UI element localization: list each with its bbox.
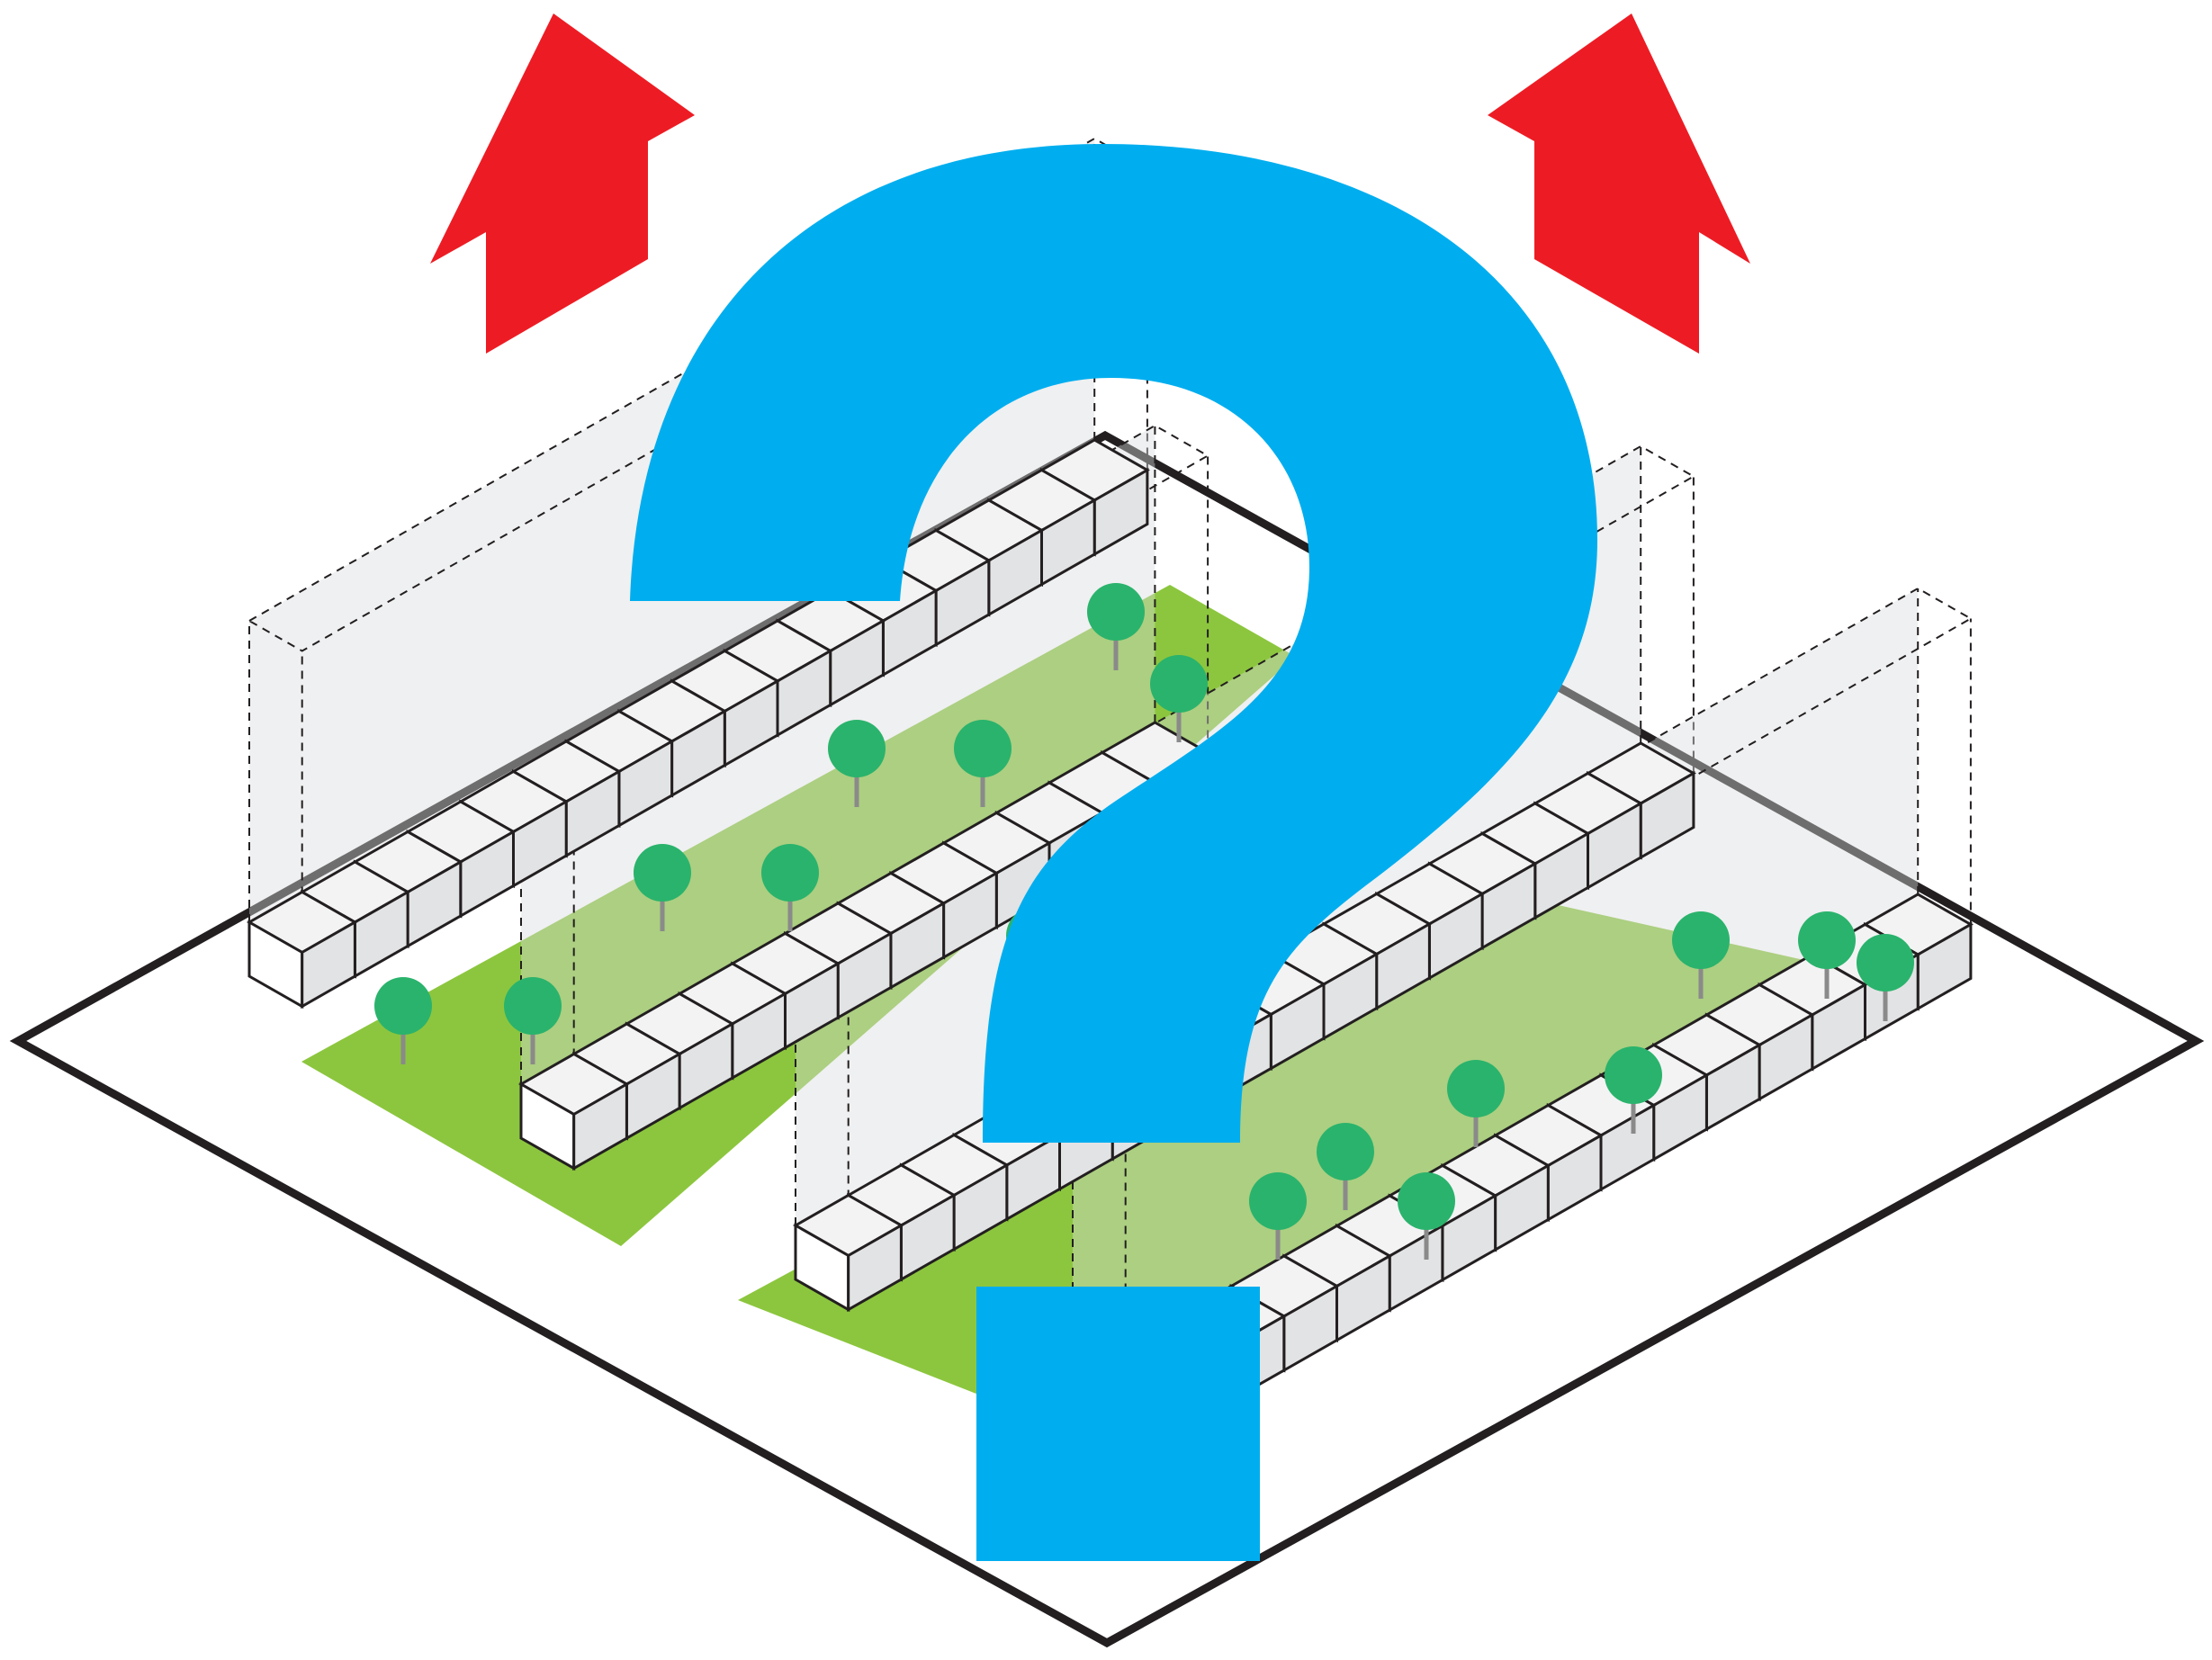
tree-canopy (1857, 934, 1914, 992)
red-arrow-up-icon (1488, 13, 1750, 354)
tree-icon (1798, 911, 1856, 999)
tree-icon (374, 977, 432, 1064)
tree-icon (761, 844, 819, 931)
tree-icon (1150, 655, 1208, 742)
building-unit (517, 1052, 630, 1171)
growth-arrows (430, 13, 1750, 354)
tree-canopy (374, 977, 432, 1035)
tree-canopy (954, 720, 1012, 777)
site-outline (9, 430, 2205, 1648)
building-unit-wall (301, 920, 356, 1009)
tree-canopy (1672, 911, 1730, 969)
building-unit (792, 1193, 904, 1313)
tree-canopy (1087, 583, 1145, 641)
tree-icon (1317, 1123, 1374, 1210)
tree-canopy (828, 720, 886, 777)
question-mark-hook (630, 144, 1597, 1143)
building-unit-wall (847, 1223, 903, 1313)
site-plot (9, 430, 2205, 1648)
red-arrow-up-icon (430, 13, 695, 354)
tree-canopy (1249, 1172, 1307, 1230)
tree-icon (1447, 1060, 1505, 1147)
question-mark-dot (976, 1287, 1260, 1561)
tree-icon (1605, 1046, 1662, 1134)
tree-canopy (1150, 655, 1208, 713)
tree-canopy (1447, 1060, 1505, 1117)
tree-canopy (634, 844, 691, 902)
building-unit-wall (572, 1081, 628, 1171)
question-mark-icon (630, 144, 1597, 1561)
tree-icon (828, 720, 886, 807)
tree-icon (634, 844, 691, 931)
tree-canopy (1317, 1123, 1374, 1180)
tree-icon (1398, 1172, 1455, 1260)
building-row (246, 438, 1150, 1009)
tree-canopy (504, 977, 562, 1035)
tree-canopy (1605, 1046, 1662, 1104)
tree-icon (1249, 1172, 1307, 1260)
building-unit (246, 890, 358, 1009)
tree-icon (1857, 934, 1914, 1021)
tree-icon (1672, 911, 1730, 999)
tree-canopy (1798, 911, 1856, 969)
tree-icon (954, 720, 1012, 807)
tree-icon (1087, 583, 1145, 670)
tree-icon (504, 977, 562, 1064)
tree-canopy (1398, 1172, 1455, 1230)
tree-canopy (761, 844, 819, 902)
